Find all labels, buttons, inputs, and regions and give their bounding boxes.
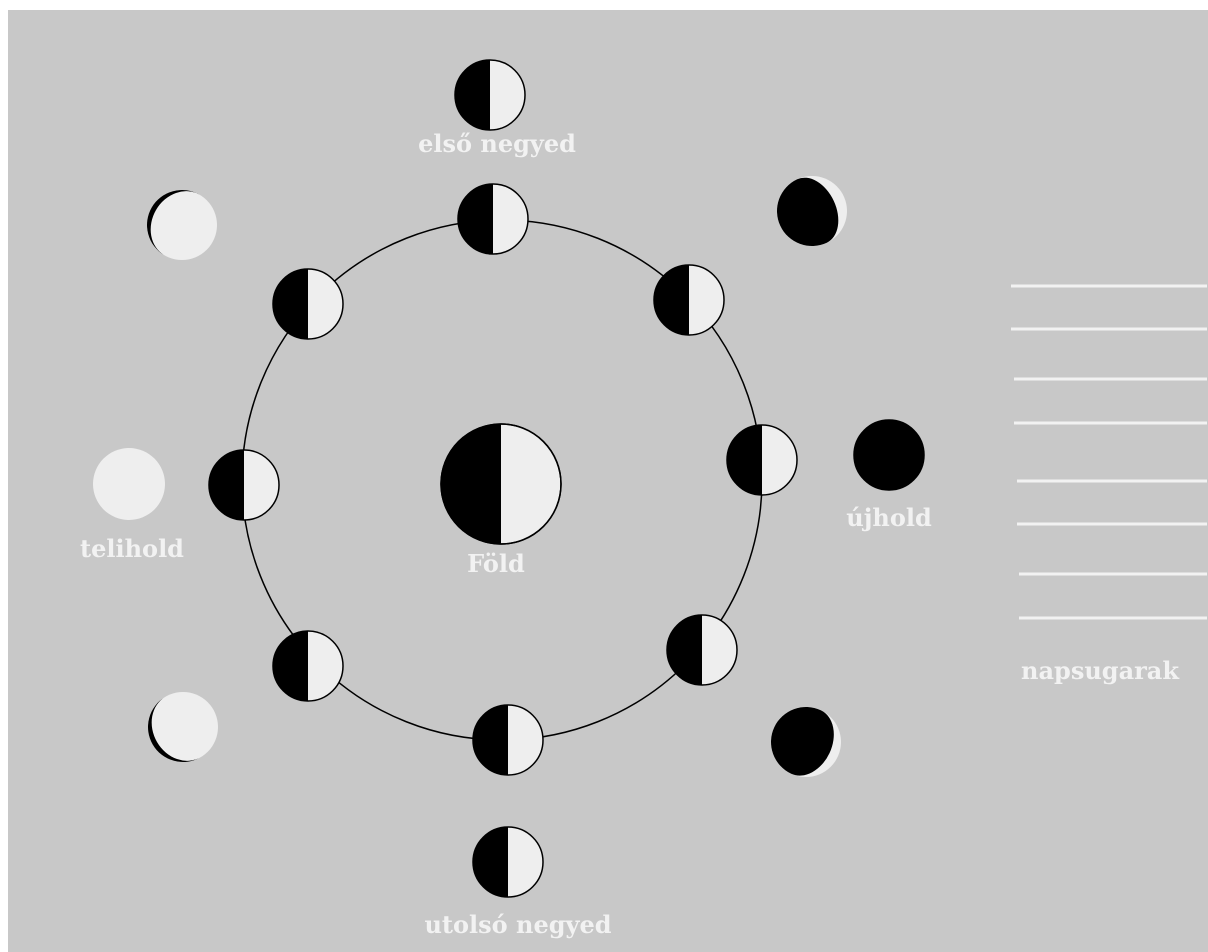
first-quarter-moon-icon <box>454 59 526 131</box>
earth-icon <box>440 423 562 545</box>
sun-rays <box>1011 284 1207 620</box>
full-moon-label: telihold <box>80 534 184 563</box>
observed-phases <box>93 59 925 898</box>
orbit-moon <box>726 424 798 496</box>
orbit-moon <box>457 183 529 255</box>
orbit-moon <box>272 630 344 702</box>
earth-label: Föld <box>467 549 525 578</box>
waning-crescent-moon-icon <box>148 692 218 762</box>
orbit-moon <box>208 449 280 521</box>
orbit-moon <box>472 704 544 776</box>
last-quarter-label: utolsó negyed <box>424 910 611 939</box>
orbit-moons <box>208 183 798 776</box>
full-moon-icon <box>93 448 165 520</box>
diagram-background <box>8 10 1208 952</box>
sun-rays-label: napsugarak <box>1021 656 1180 685</box>
new-moon-icon <box>853 419 925 491</box>
first-quarter-label: első negyed <box>418 129 576 158</box>
waxing-gibbous-moon-icon <box>771 707 841 777</box>
waxing-crescent-moon-icon <box>777 176 847 246</box>
orbit-moon <box>666 614 738 686</box>
last-quarter-moon-icon <box>472 826 544 898</box>
orbit-moon <box>272 268 344 340</box>
new-moon-label: újhold <box>846 503 932 532</box>
orbit-moon <box>653 264 725 336</box>
waning-gibbous-moon-icon <box>147 190 217 260</box>
